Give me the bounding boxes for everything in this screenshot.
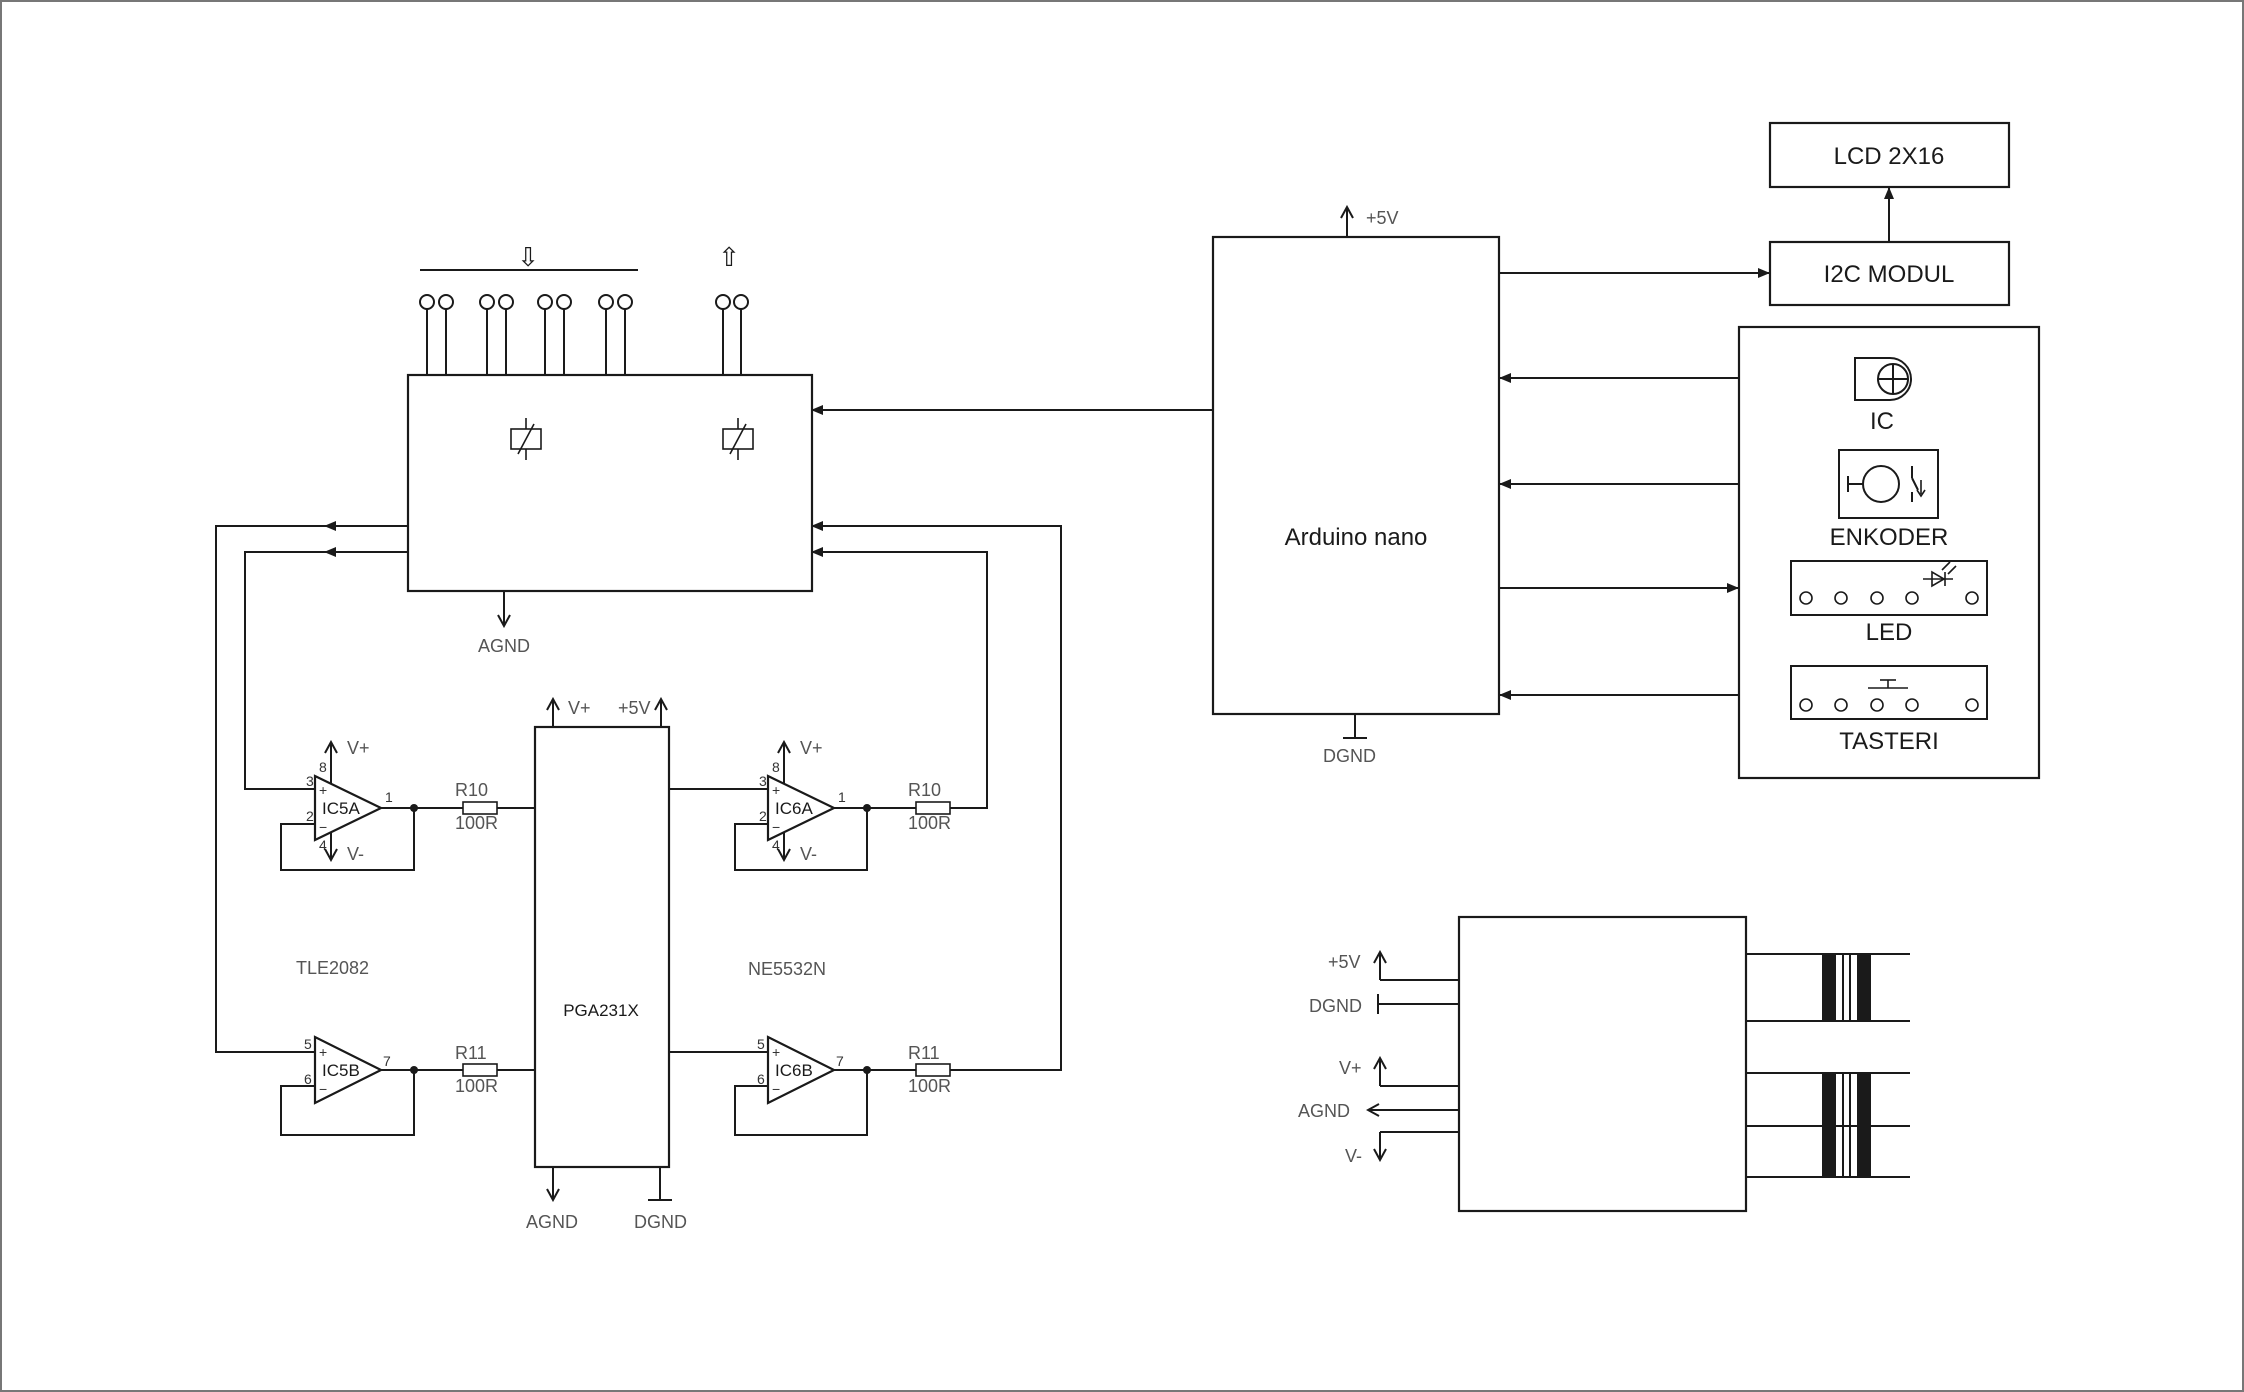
r10-left-label: R10	[455, 780, 488, 800]
relay-coil-icon	[510, 418, 542, 460]
ic5a-vminus-label: V-	[347, 844, 364, 864]
ic5b-label: IC5B	[322, 1061, 360, 1080]
opamp-ic5b: IC5B + − 5 6 7	[215, 525, 456, 1136]
pin-7: 7	[836, 1053, 844, 1069]
pin-2: 2	[306, 808, 314, 824]
r11-left-label: R11	[455, 1043, 487, 1063]
psu-vminus-label: V-	[1345, 1146, 1362, 1166]
ic5a-vplus-label: V+	[347, 738, 370, 758]
pga-vplus-label: V+	[568, 698, 591, 718]
pin-plus: +	[772, 782, 780, 798]
tle2082-label: TLE2082	[296, 958, 369, 978]
pin-2: 2	[759, 808, 767, 824]
buttons-icon	[1790, 665, 1988, 720]
pin-plus: +	[319, 1044, 327, 1060]
psu-dgnd-label: DGND	[1309, 996, 1362, 1016]
pin-1: 1	[385, 789, 393, 805]
led-strip-icon	[1790, 560, 1988, 616]
relay-block: ⇩ ⇧ AGND	[406, 242, 814, 656]
relay-coil-icon	[722, 418, 754, 460]
arduino-5v-label: +5V	[1366, 208, 1399, 228]
arduino-dgnd-label: DGND	[1323, 746, 1376, 766]
r10-left-value: 100R	[455, 813, 498, 833]
r10-right-value: 100R	[908, 813, 951, 833]
output-arrow-icon: ⇧	[718, 242, 740, 272]
pin-3: 3	[759, 773, 767, 789]
r11-right-value: 100R	[908, 1076, 951, 1096]
pin-minus: −	[772, 819, 780, 835]
arduino-nano-block: Arduino nano +5V DGND	[1211, 207, 1501, 766]
peripheral-panel: IC ENKODER LED	[1737, 325, 2041, 780]
pin-8: 8	[772, 759, 780, 775]
tasteri-label: TASTERI	[1839, 728, 1939, 755]
transformer-icon	[1746, 1072, 1910, 1178]
relay-agnd-label: AGND	[478, 636, 530, 656]
pga-5v-label: +5V	[618, 698, 651, 718]
pin-plus: +	[319, 782, 327, 798]
resistor-r10-left: R10 100R	[455, 780, 535, 833]
pga231x-label: PGA231X	[563, 1001, 639, 1020]
pin-8: 8	[319, 759, 327, 775]
lcd-block: LCD 2X16	[1768, 121, 2011, 189]
i2c-module-block: I2C MODUL	[1768, 240, 2011, 307]
pin-5: 5	[304, 1036, 312, 1052]
resistor-r11-right: R11 100R	[813, 525, 1062, 1096]
pin-plus: +	[772, 1044, 780, 1060]
pin-1: 1	[838, 789, 846, 805]
pin-5: 5	[757, 1036, 765, 1052]
pin-4: 4	[772, 837, 780, 853]
pga-agnd-label: AGND	[526, 1212, 578, 1232]
pin-minus: −	[319, 1081, 327, 1097]
opamp-ic5a: IC5A + − 3 2 1 8 4 V+ V-	[244, 551, 456, 871]
opamp-ic6a: IC6A + − 3 2 1 8 4 V+ V-	[669, 738, 910, 871]
relay-input-connectors	[419, 294, 633, 375]
ic6a-vminus-label: V-	[800, 844, 817, 864]
ic-label: IC	[1870, 408, 1894, 435]
psu-vplus-label: V+	[1339, 1058, 1362, 1078]
opamp-ic6b: IC6B + − 5 6 7	[669, 1035, 910, 1136]
pga-dgnd-label: DGND	[634, 1212, 687, 1232]
r10-right-label: R10	[908, 780, 941, 800]
input-arrow-icon: ⇩	[517, 242, 539, 272]
ne5532n-label: NE5532N	[748, 959, 826, 979]
pin-minus: −	[772, 1081, 780, 1097]
pin-4: 4	[319, 837, 327, 853]
r11-left-value: 100R	[455, 1076, 498, 1096]
ic5a-label: IC5A	[322, 799, 360, 818]
i2c-label: I2C MODUL	[1824, 261, 1955, 288]
psu-agnd-label: AGND	[1298, 1101, 1350, 1121]
ir-receiver-icon	[1854, 357, 1912, 401]
ic6b-label: IC6B	[775, 1061, 813, 1080]
r11-right-label: R11	[908, 1043, 940, 1063]
pin-3: 3	[306, 773, 314, 789]
lcd-label: LCD 2X16	[1834, 143, 1945, 170]
pin-6: 6	[757, 1071, 765, 1087]
ic6a-vplus-label: V+	[800, 738, 823, 758]
relay-output-connectors	[715, 294, 749, 375]
encoder-label: ENKODER	[1830, 524, 1949, 551]
psu-5v-label: +5V	[1328, 952, 1361, 972]
resistor-r11-left: R11 100R	[455, 1043, 535, 1096]
pin-7: 7	[383, 1053, 391, 1069]
power-supply-block: +5V DGND V+ AGND V-	[1298, 915, 1910, 1213]
ic6a-label: IC6A	[775, 799, 813, 818]
pin-6: 6	[304, 1071, 312, 1087]
pga231x-block: PGA231X V+ +5V AGND DGND	[526, 698, 687, 1232]
pin-minus: −	[319, 819, 327, 835]
arduino-label: Arduino nano	[1285, 524, 1428, 551]
led-label: LED	[1866, 619, 1913, 646]
transformer-icon	[1746, 953, 1910, 1022]
encoder-icon	[1838, 449, 1939, 519]
